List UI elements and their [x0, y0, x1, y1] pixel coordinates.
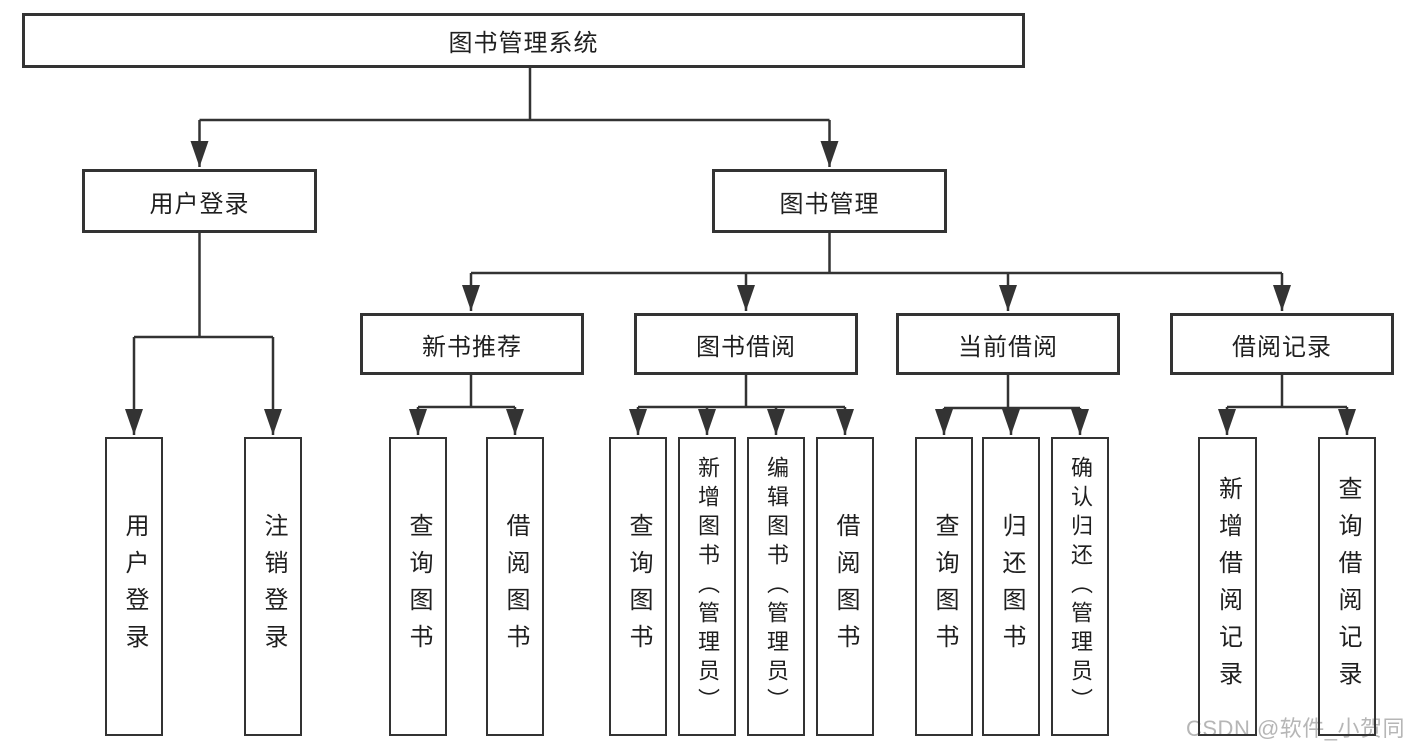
- node-user-login: 用户登录: [82, 169, 317, 233]
- leaf-logout-login: 注销登录: [244, 437, 302, 736]
- csdn-watermark: CSDN @软件_小贺同学: [1186, 716, 1405, 741]
- trunk-user-login: [134, 232, 273, 339]
- leaf-query-books-recommend: 查询图书: [389, 437, 447, 736]
- leaf-query-books-current: 查询图书: [915, 437, 973, 736]
- leaf-borrow-books-recommend: 借阅图书: [486, 437, 544, 736]
- trunk-current-borrow: [944, 375, 1080, 410]
- trunk-root: [199, 68, 830, 122]
- node-library-management-system: 图书管理系统: [22, 13, 1025, 68]
- leaf-return-books: 归还图书: [982, 437, 1040, 736]
- node-new-book-recommend: 新书推荐: [360, 313, 584, 375]
- leaf-borrow-books: 借阅图书: [816, 437, 874, 736]
- trunk-book-management: [471, 232, 1282, 275]
- leaf-query-borrow-record: 查询借阅记录: [1318, 437, 1376, 736]
- leaf-add-books-admin: 新增图书（管理员）: [678, 437, 736, 736]
- leaf-add-borrow-record: 新增借阅记录: [1198, 437, 1257, 736]
- leaf-confirm-return-admin: 确认归还（管理员）: [1051, 437, 1109, 736]
- node-book-borrow: 图书借阅: [634, 313, 858, 375]
- leaf-query-books-borrow: 查询图书: [609, 437, 667, 736]
- leaf-user-login: 用户登录: [105, 437, 163, 736]
- node-current-borrow: 当前借阅: [896, 313, 1120, 375]
- trunk-new-book-recommend: [418, 375, 515, 409]
- leaf-edit-books-admin: 编辑图书（管理员）: [747, 437, 805, 736]
- node-borrow-record: 借阅记录: [1170, 313, 1394, 375]
- trunk-borrow-record: [1227, 375, 1347, 409]
- trunk-book-borrow: [638, 375, 845, 409]
- node-book-management: 图书管理: [712, 169, 947, 233]
